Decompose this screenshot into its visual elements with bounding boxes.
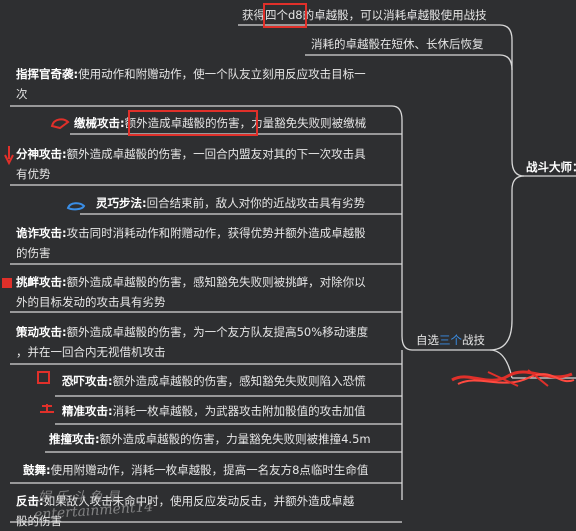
choose-post: 战技: [462, 333, 485, 347]
maneuver-title: 反击:: [16, 494, 44, 508]
disarm-icon: [50, 118, 70, 130]
maneuver-desc: 额外造成卓越骰的伤害，感知豁免失败则陷入恐慌: [112, 374, 366, 388]
maneuver-menacing-attack: 恐吓攻击:额外造成卓越骰的伤害，感知豁免失败则陷入恐慌: [62, 371, 366, 391]
maneuver-desc: 回合结束前，敌人对你的近战攻击具有劣势: [146, 196, 366, 210]
maneuver-desc: 额外造成卓越骰的伤害，一回合内盟友对其的下一次攻击具: [66, 147, 366, 161]
maneuver-title: 灵巧步法:: [96, 196, 147, 210]
maneuver-desc-cont: ，并在一回合内无视借机攻击: [16, 345, 166, 359]
maneuver-commanders-strike: 指挥官奇袭:使用动作和附赠动作，使一个队友立刻用反应攻击目标一次: [16, 64, 396, 104]
goading-icon: [2, 278, 12, 288]
maneuver-desc: 如果敌人攻击未命中时，使用反应发动反击，并额外造成卓越: [43, 494, 355, 508]
maneuver-title: 推撞攻击:: [49, 432, 100, 446]
gain-post: 的卓越骰，可以消耗卓越骰使用战技: [302, 8, 487, 22]
watermark-line1: 娱 乐 斗 鱼 星: [38, 490, 120, 505]
maneuver-title: 鼓舞:: [23, 463, 51, 477]
footwork-icon: [66, 202, 86, 211]
battle-master-node: 战斗大师：: [526, 160, 576, 174]
highlight-box: [128, 110, 258, 136]
maneuver-desc-cont: 骰的伤害: [16, 514, 62, 528]
connector-line: [499, 54, 513, 71]
maneuver-desc: 额外造成卓越骰的伤害，为一个友方队友提高50%移动速度: [66, 325, 369, 339]
maneuver-maneuvering-attack: 策动攻击:额外造成卓越骰的伤害，为一个友方队友提高50%移动速度 ，并在一回合内无…: [16, 322, 400, 362]
choose-pre: 自选: [416, 333, 439, 347]
maneuver-riposte: 反击:如果敌人攻击未命中时，使用反应发动反击，并额外造成卓越骰的伤害: [16, 491, 400, 531]
maneuver-title: 缴械攻击:: [74, 116, 125, 130]
maneuver-title: 挑衅攻击:: [16, 275, 67, 289]
maneuver-title: 恐吓攻击:: [62, 374, 113, 388]
maneuver-desc-b: 力量豁免失败则被缴械: [251, 116, 367, 130]
maneuver-desc: 消耗一枚卓越骰，为武器攻击附加骰值的攻击加值: [112, 404, 366, 418]
maneuver-desc: 额外造成卓越骰的伤害，感知豁免失败则被挑衅，对除你以: [66, 275, 366, 289]
maneuver-desc: 使用动作和附赠动作，使一个队友立刻用反应攻击目标一: [78, 67, 366, 81]
maneuver-evasive-footwork: 灵巧步法:回合结束前，敌人对你的近战攻击具有劣势: [96, 193, 365, 213]
maneuver-desc: 攻击同时消耗动作和附赠动作，获得优势并额外造成卓越骰: [66, 226, 366, 240]
connector-line: [489, 175, 525, 351]
maneuver-desc-cont: 有优势: [16, 167, 51, 181]
maneuver-title: 分神攻击:: [16, 147, 67, 161]
choose-num: 三个: [439, 333, 462, 347]
maneuver-desc-cont: 次: [16, 87, 28, 101]
maneuver-desc-cont: 的伤害: [16, 246, 51, 260]
gain-dice: 四个d8: [265, 8, 303, 22]
maneuver-rally: 鼓舞:使用附赠动作，消耗一枚卓越骰，提高一名友方8点临时生命值: [23, 460, 368, 480]
distract-icon: [4, 146, 14, 165]
recover-node: 消耗的卓越骰在短休、长休后恢复: [311, 37, 484, 51]
maneuver-title: 指挥官奇袭:: [16, 67, 79, 81]
maneuver-precision-attack: 精准攻击:消耗一枚卓越骰，为武器攻击附加骰值的攻击加值: [62, 401, 366, 421]
maneuver-title: 策动攻击:: [16, 325, 67, 339]
menacing-icon: [37, 371, 50, 384]
connector-line: [391, 105, 413, 351]
maneuver-distracting-strike: 分神攻击:额外造成卓越骰的伤害，一回合内盟友对其的下一次攻击具有优势: [16, 144, 400, 184]
connector-line: [499, 24, 576, 177]
precision-icon: [40, 404, 54, 413]
maneuver-feinting-attack: 诡诈攻击:攻击同时消耗动作和附赠动作，获得优势并额外造成卓越骰的伤害: [16, 223, 400, 263]
maneuver-pushing-attack: 推撞攻击:额外造成卓越骰的伤害，力量豁免失败则被推撞4.5m: [49, 429, 371, 449]
gain-pre: 获得: [242, 8, 265, 22]
maneuver-desc: 额外造成卓越骰的伤害，力量豁免失败则被推撞4.5m: [99, 432, 371, 446]
maneuver-disarming-attack: 缴械攻击:额外造成卓越骰的伤害，力量豁免失败则被缴械: [74, 113, 366, 133]
maneuver-desc: 额外造成卓越骰的伤害，: [124, 116, 252, 130]
redacted-scribble: [451, 369, 575, 387]
highlight-box: [263, 3, 307, 28]
maneuver-title: 精准攻击:: [62, 404, 113, 418]
maneuver-goading-attack: 挑衅攻击:额外造成卓越骰的伤害，感知豁免失败则被挑衅，对除你以外的目标发动的攻击…: [16, 272, 400, 312]
maneuver-desc-cont: 外的目标发动的攻击具有劣势: [16, 295, 166, 309]
maneuver-title: 诡诈攻击:: [16, 226, 67, 240]
choose-maneuvers-node: 自选三个战技: [416, 330, 485, 350]
gain-dice-node: 获得四个d8的卓越骰，可以消耗卓越骰使用战技: [242, 5, 487, 25]
maneuver-desc: 使用附赠动作，消耗一枚卓越骰，提高一名友方8点临时生命值: [50, 463, 369, 477]
